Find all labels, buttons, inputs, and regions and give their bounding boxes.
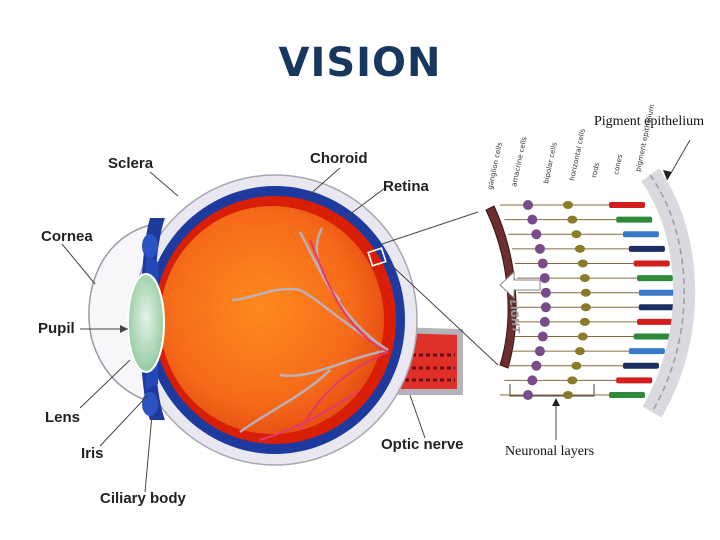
ganglion-cell (539, 273, 550, 284)
retina-layer-caption: bipolar cells (542, 141, 559, 184)
retina-layer-caption: cones (612, 153, 624, 175)
ganglion-cell (539, 316, 550, 327)
photoreceptor-cell (609, 202, 645, 208)
label-retina: Retina (383, 178, 429, 195)
retina-cell-row (511, 243, 665, 254)
ganglion-cell (527, 214, 538, 225)
retina-cell-row (516, 316, 674, 327)
bipolar-cell (577, 259, 588, 268)
bipolar-cell (577, 332, 588, 341)
label-pigment-epithelium: Pigment epithelium (594, 114, 705, 129)
ganglion-cell (537, 331, 548, 342)
photoreceptor-cell (633, 333, 670, 340)
retina-cell-row (516, 273, 674, 284)
bipolar-cell (563, 201, 573, 209)
retina-cell-row (517, 302, 675, 313)
label-sclera: Sclera (108, 155, 154, 172)
photoreceptor-cell (609, 392, 645, 398)
ganglion-cell (531, 229, 542, 240)
retina-cell-row (504, 375, 653, 386)
photoreceptor-cell (638, 304, 675, 311)
photoreceptor-cell (622, 231, 659, 238)
photoreceptor-cell (628, 245, 665, 252)
label-ciliary-body: Ciliary body (100, 490, 186, 507)
retina-layer-caption: horizontal cells (568, 128, 587, 182)
retina-sample-box (367, 247, 387, 267)
bipolar-cell (571, 361, 582, 370)
label-optic-nerve: Optic nerve (381, 436, 464, 453)
bipolar-cell (567, 215, 578, 224)
retina-cell-row (500, 390, 645, 400)
ganglion-cell (537, 258, 548, 269)
label-pupil: Pupil (38, 320, 75, 337)
retina-cell-row (514, 258, 670, 269)
bipolar-cell (580, 303, 591, 312)
vitreous-body (160, 206, 384, 434)
retina-cell-row (500, 200, 645, 210)
retina-cell-row (508, 229, 659, 240)
photoreceptor-cell (628, 348, 665, 355)
ganglion-cell (531, 360, 542, 371)
photoreceptor-cell (616, 216, 653, 223)
photoreceptor-cell (637, 275, 674, 282)
label-neuronal-layers: Neuronal layers (505, 444, 595, 459)
bipolar-cell (579, 274, 590, 283)
photoreceptor-cell (622, 362, 659, 369)
bipolar-cell (571, 230, 582, 239)
photoreceptor-cell (638, 289, 675, 296)
bipolar-cell (567, 376, 578, 385)
label-choroid: Choroid (310, 150, 368, 167)
retina-layer-caption: rods (590, 162, 601, 179)
bipolar-cell (563, 391, 573, 399)
retina-cell-row (504, 214, 653, 225)
photoreceptor-cell (637, 318, 674, 325)
retina-cell-row (511, 346, 665, 357)
bipolar-cell (574, 244, 585, 253)
photoreceptor-cell (616, 377, 653, 384)
bipolar-cell (580, 288, 591, 297)
ganglion-cell (523, 390, 533, 400)
ganglion-cell (534, 346, 545, 357)
label-iris: Iris (81, 445, 104, 462)
bipolar-cell (579, 317, 590, 326)
light-arrow-icon (499, 270, 541, 300)
label-cornea: Cornea (41, 228, 93, 245)
ganglion-cell (527, 375, 538, 386)
ganglion-cell (523, 200, 533, 210)
retina-cell-row (514, 331, 670, 342)
photoreceptor-cell (633, 260, 670, 267)
retina-cell-row (517, 287, 675, 298)
ganglion-cell (540, 302, 551, 313)
lens-shape (127, 273, 165, 373)
light-label: LIGHT (507, 299, 521, 334)
bipolar-cell (574, 347, 585, 356)
retina-layer-caption: amacrine cells (510, 136, 528, 188)
ganglion-cell (534, 243, 545, 254)
page-title: VISION (278, 40, 442, 86)
label-lens: Lens (45, 409, 81, 426)
retina-cell-row (508, 360, 659, 371)
ganglion-cell (540, 287, 551, 298)
nerve-fiber-band (485, 205, 517, 369)
retina-layer-caption: ganglion cells (486, 141, 504, 190)
